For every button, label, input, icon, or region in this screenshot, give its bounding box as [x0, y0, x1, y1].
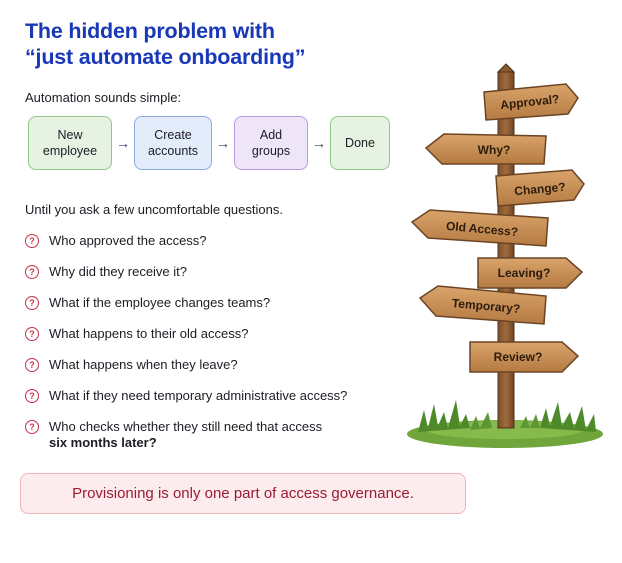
sign-leaving: Leaving?: [477, 257, 584, 289]
question-text: What happens to their old access?: [49, 326, 249, 341]
flow-step-label: employee: [42, 144, 98, 158]
flow-step-create-accounts: Create accounts: [134, 116, 212, 170]
sign-label: Why?: [478, 143, 511, 157]
list-item: ? Who checks whether they still need that…: [25, 419, 405, 463]
flow-step-label: Add: [259, 128, 283, 142]
arrow-icon: →: [312, 135, 326, 151]
sign-approval: Approval?: [483, 83, 579, 121]
flow-step-add-groups: Add groups: [234, 116, 308, 170]
signpost-illustration: Approval? Why? Change? Old Access? Leavi…: [407, 63, 603, 448]
sign-label: Review?: [494, 350, 543, 364]
sign-label: Change?: [514, 180, 566, 198]
grass-icon: [407, 400, 603, 448]
sign-change: Change?: [495, 169, 585, 207]
flow-step-done: Done: [330, 116, 390, 170]
question-text: What if the employee changes teams?: [49, 295, 271, 310]
sign-label: Temporary?: [451, 296, 520, 316]
post-icon: [497, 71, 515, 429]
question-text: What if they need temporary administrati…: [49, 388, 348, 403]
question-text-emphasis: six months later?: [49, 435, 157, 450]
flow-step-new-employee: New employee: [28, 116, 112, 170]
list-item: ? Who approved the access?: [25, 233, 405, 264]
question-list: ? Who approved the access? ? Why did they …: [25, 233, 405, 463]
question-icon: ?: [25, 327, 39, 341]
flow-step-label: Create: [154, 128, 192, 142]
question-text: Why did they receive it?: [49, 264, 188, 279]
question-icon: ?: [25, 420, 39, 434]
sign-label: Leaving?: [498, 266, 551, 280]
arrow-icon: →: [116, 135, 130, 151]
question-text-line: Who checks whether they still need that …: [49, 419, 323, 434]
question-icon: ?: [25, 234, 39, 248]
question-icon: ?: [25, 296, 39, 310]
sign-old-access: Old Access?: [410, 209, 549, 247]
question-text: Who checks whether they still need that …: [49, 419, 322, 451]
lead-text: Until you ask a few uncomfortable questi…: [25, 202, 283, 217]
sign-temporary: Temporary?: [418, 285, 547, 325]
arrow-icon: →: [216, 135, 230, 151]
sign-why: Why?: [424, 133, 547, 165]
sign-label: Approval?: [500, 92, 560, 112]
flow-step-label: groups: [251, 144, 291, 158]
question-text: What happens when they leave?: [49, 357, 238, 372]
automation-flow: New employee → Create accounts → Add groups…: [28, 116, 390, 170]
list-item: ? What happens to their old access?: [25, 326, 405, 357]
flow-step-label: accounts: [147, 144, 199, 158]
flow-step-label: New: [57, 128, 83, 142]
sign-review: Review?: [469, 341, 580, 373]
governance-callout: Provisioning is only one part of access …: [20, 473, 466, 514]
list-item: ? What if the employee changes teams?: [25, 295, 405, 326]
sign-label: Old Access?: [445, 219, 518, 239]
title-line-1: The hidden problem with: [25, 19, 275, 43]
question-icon: ?: [25, 265, 39, 279]
list-item: ? Why did they receive it?: [25, 264, 405, 295]
question-text: Who approved the access?: [49, 233, 207, 248]
intro-text: Automation sounds simple:: [25, 90, 182, 105]
list-item: ? What if they need temporary administrat…: [25, 388, 405, 419]
question-icon: ?: [25, 358, 39, 372]
question-icon: ?: [25, 389, 39, 403]
list-item: ? What happens when they leave?: [25, 357, 405, 388]
flow-step-label: Done: [345, 136, 375, 150]
page-title: The hidden problem with “just automate o…: [25, 18, 385, 70]
title-line-2: “just automate onboarding”: [25, 45, 306, 69]
